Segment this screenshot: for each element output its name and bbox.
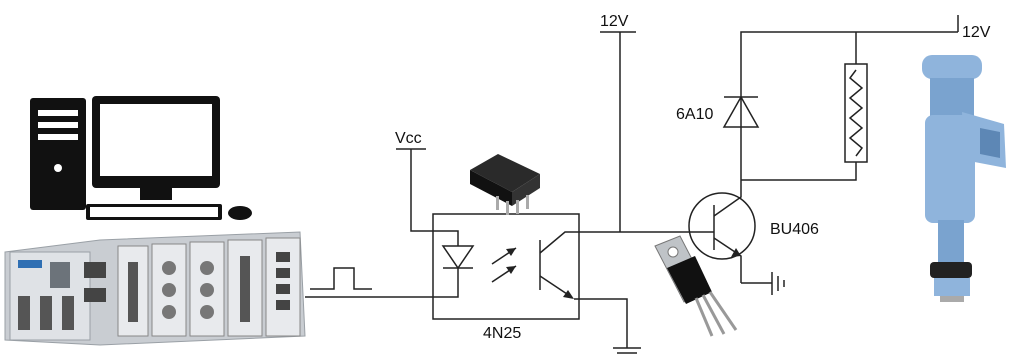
optocoupler-4n25 xyxy=(396,148,641,354)
fuel-injector-icon xyxy=(922,55,1006,302)
dip-ic-icon xyxy=(470,154,540,215)
injector-coil xyxy=(741,32,868,181)
label-vcc: Vcc xyxy=(395,130,422,147)
pulse-waveform xyxy=(310,267,372,290)
label-optocoupler: 4N25 xyxy=(483,325,521,342)
signal-wire xyxy=(305,268,459,298)
to220-transistor-icon xyxy=(654,235,738,337)
label-12v-top: 12V xyxy=(600,13,629,30)
label-diode: 6A10 xyxy=(676,106,713,123)
desktop-computer-icon xyxy=(30,96,252,220)
daq-chassis-icon xyxy=(4,231,306,346)
label-transistor: BU406 xyxy=(770,221,819,238)
label-12v-right: 12V xyxy=(962,24,991,41)
flyback-diode-6a10 xyxy=(722,31,958,172)
